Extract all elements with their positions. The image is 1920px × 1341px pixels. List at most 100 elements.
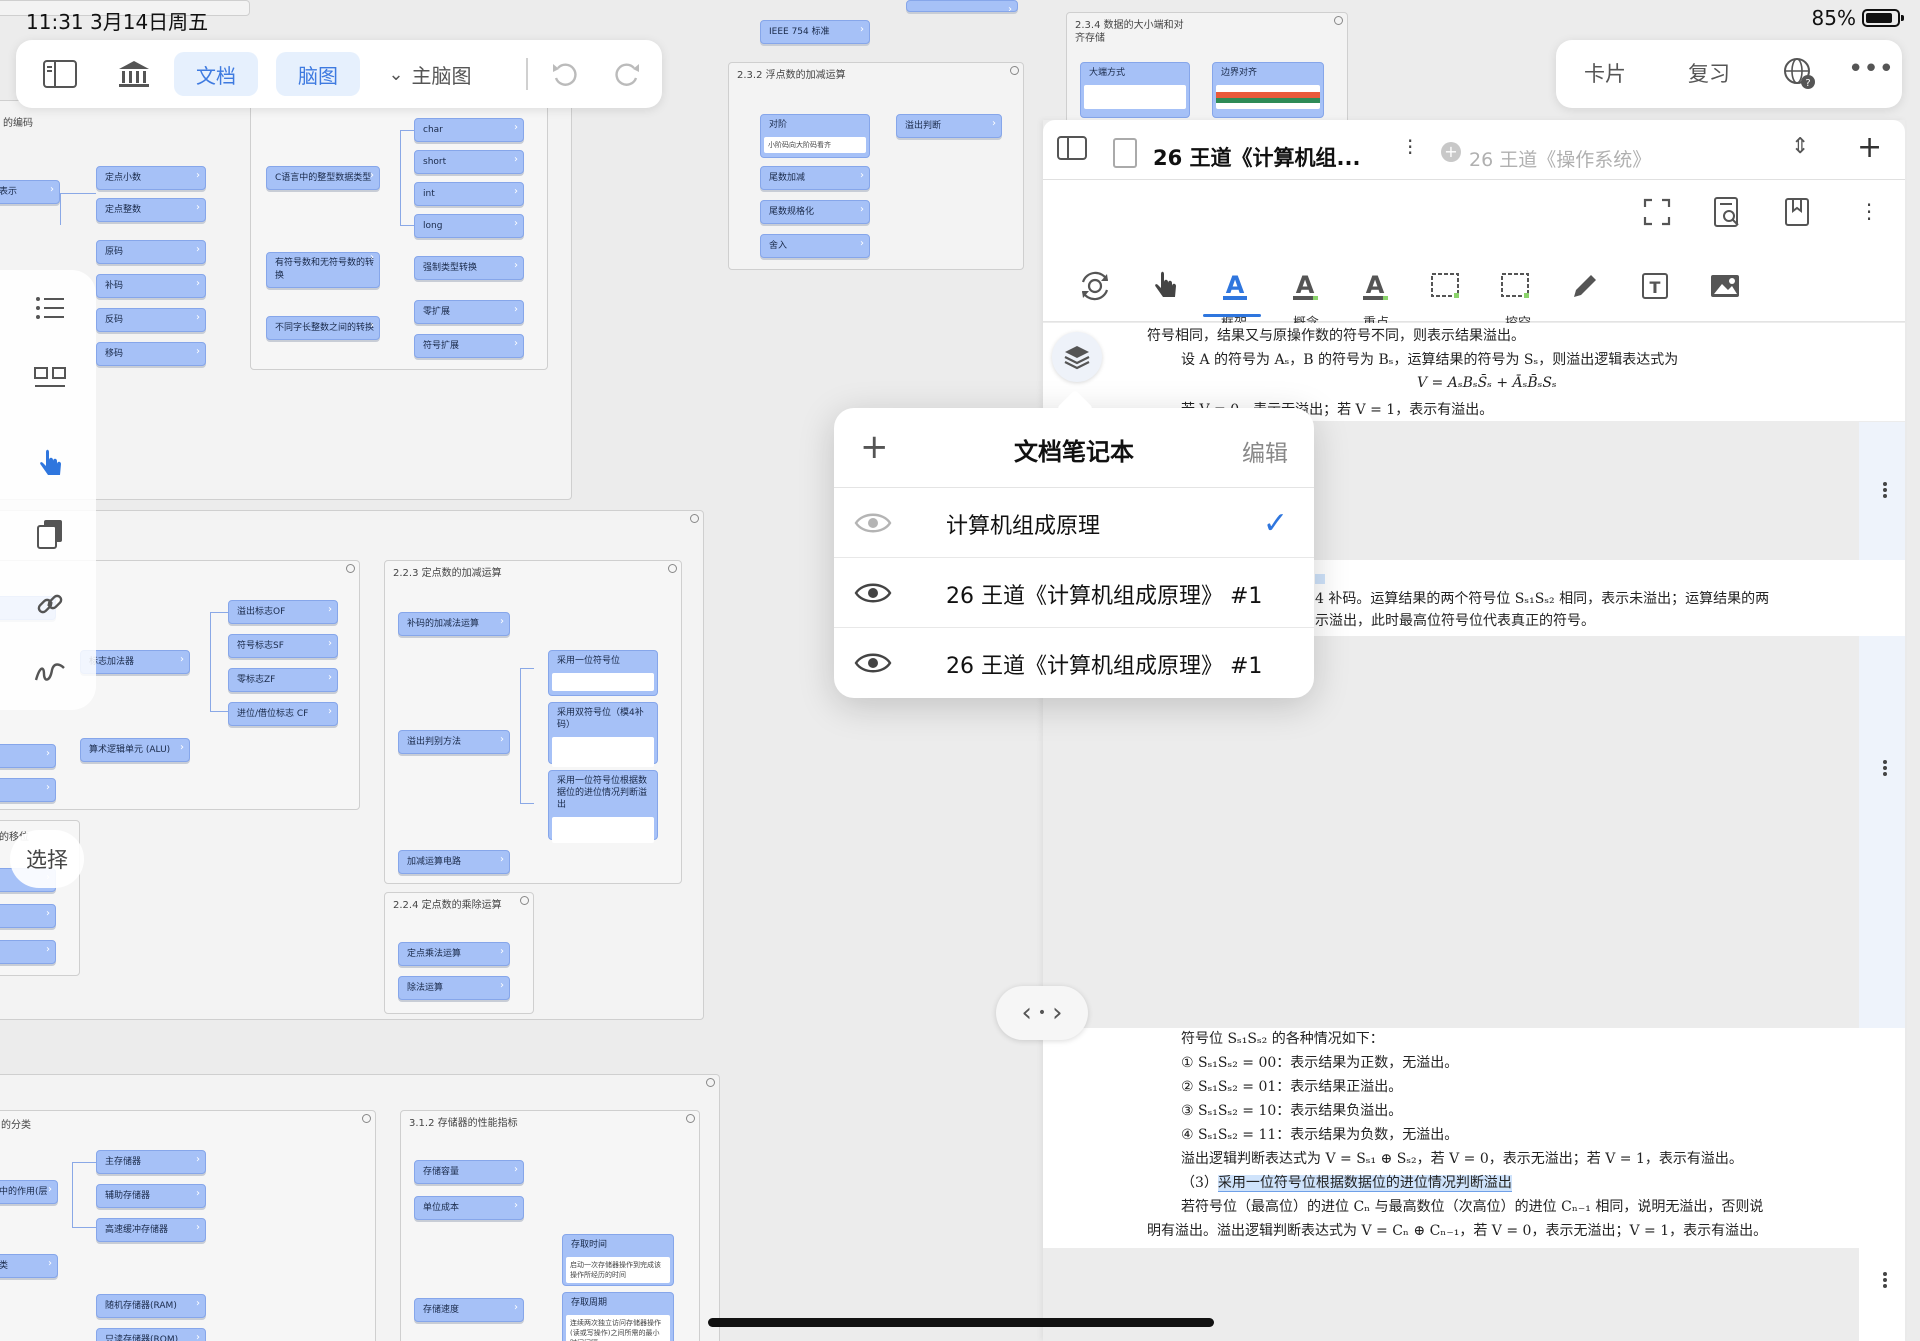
tab-active-document[interactable]: 26 王道《计算机组... ··· [1105, 128, 1465, 174]
web-search-button[interactable]: ? [1782, 56, 1816, 95]
eye-icon[interactable] [854, 650, 892, 676]
collapse-icon[interactable] [520, 896, 529, 905]
mindmap-node[interactable]: 定点整数 [96, 198, 206, 222]
mindmap-node[interactable]: 大端方式 [1080, 62, 1190, 118]
rect-select-tool[interactable] [1423, 264, 1467, 308]
cards-button[interactable]: 卡片 [1584, 62, 1626, 86]
mindmap-node[interactable]: 高速缓冲存储器 [96, 1218, 206, 1242]
mindmap-node[interactable]: 除法运算 [398, 976, 510, 1000]
mindmap-node[interactable]: 类 [0, 1254, 58, 1278]
notebook-item[interactable]: 26 王道《计算机组成原理》 #1 [834, 628, 1314, 698]
document-page[interactable]: 符号位 Sₛ₁Sₛ₂ 的各种情况如下： ① Sₛ₁Sₛ₂ = 00：表示结果为正… [1043, 1028, 1905, 1248]
add-notebook-icon[interactable]: + [860, 427, 889, 467]
mindmap-node[interactable]: 表示 [0, 180, 60, 204]
tab-inactive-document[interactable]: 26 王道《操作系统》 [1469, 149, 1652, 171]
mindmap-node[interactable]: 溢出标志OF [228, 600, 338, 624]
mindmap-node[interactable]: 存取周期 连续两次独立访问存储器操作(读或写操作)之间所需的最小时间间隔 [562, 1292, 674, 1341]
mindmap-node[interactable]: 舍入 [760, 234, 870, 258]
mindmap-node[interactable]: 算术逻辑单元 (ALU) [80, 738, 190, 762]
mindmap-node[interactable]: 尾数加减 [760, 166, 870, 190]
mindmap-node[interactable]: 定点乘法运算 [398, 942, 510, 966]
mindmap-node[interactable]: 补码 [96, 274, 206, 298]
highlighted-excerpt[interactable]: 采用一位符号位根据数据位的进位情况判断溢出 [1217, 1175, 1512, 1192]
document-page[interactable]: 符号相同，结果又与原操作数的符号不同，则表示结果溢出。 设 A 的符号为 Aₛ，… [1043, 323, 1905, 421]
notebook-item[interactable]: 26 王道《计算机组成原理》 #1 [834, 558, 1314, 628]
mindmap-node[interactable]: char [414, 118, 524, 142]
hand-tool-button[interactable] [1143, 264, 1187, 308]
mindmap-node[interactable] [0, 904, 56, 928]
mindmap-node[interactable] [906, 0, 1018, 12]
split-view-handle[interactable]: ‹ • › [996, 986, 1088, 1040]
key-highlight-tool[interactable]: A [1353, 264, 1397, 308]
mindmap-node[interactable]: 单位成本 [414, 1196, 524, 1220]
mindmap-node[interactable]: 零扩展 [414, 300, 524, 324]
link-button[interactable] [32, 586, 68, 622]
more-icon[interactable]: ••• [1848, 54, 1895, 84]
mindmap-node[interactable]: C语言中的整型数据类型 [266, 166, 380, 190]
text-box-tool[interactable]: T [1633, 264, 1677, 308]
collapse-icon[interactable] [346, 564, 355, 573]
undo-button[interactable] [538, 52, 590, 96]
fullscreen-button[interactable] [1635, 190, 1679, 234]
library-button[interactable] [108, 52, 160, 96]
page-menu-icon[interactable] [1883, 760, 1887, 776]
panel-toggle-button[interactable] [1057, 136, 1087, 164]
mindmap-node[interactable]: 溢出判断 [896, 114, 1002, 138]
notebook-layers-button[interactable] [1052, 332, 1102, 382]
mindmap-node[interactable]: 溢出判别方法 [398, 730, 510, 754]
mindmap-node[interactable]: 原码 [96, 240, 206, 264]
mindmap-node[interactable] [0, 778, 56, 802]
home-indicator[interactable] [708, 1318, 1214, 1327]
mindmap-node[interactable]: long [414, 214, 524, 238]
search-doc-button[interactable] [1705, 190, 1749, 234]
mindmap-node[interactable]: 标志加法器 [80, 650, 190, 674]
mindmap-node[interactable]: 符号标志SF [228, 634, 338, 658]
mindmap-node[interactable]: 加减运算电路 [398, 850, 510, 874]
draw-button[interactable] [32, 654, 68, 690]
main-map-dropdown[interactable]: ⌄ 主脑图 [370, 52, 490, 96]
tab-menu-icon[interactable]: ··· [1407, 129, 1414, 165]
page-menu-icon[interactable] [1883, 1272, 1887, 1288]
mindmap-node[interactable]: 补码的加减法运算 [398, 612, 510, 636]
mindmap-node[interactable]: 强制类型转换 [414, 256, 524, 280]
concept-highlight-tool[interactable]: A [1283, 264, 1327, 308]
collapse-icon[interactable] [686, 1114, 695, 1123]
mindmap-node[interactable]: IEEE 754 标准 [760, 20, 870, 44]
edit-button[interactable]: 编辑 [1242, 441, 1288, 467]
collapse-icon[interactable] [1010, 66, 1019, 75]
mindmap-node[interactable]: 采用一位符号位 [548, 650, 658, 696]
reorder-icon[interactable]: ⇕ [1791, 134, 1810, 159]
mindmap-node[interactable]: 符号扩展 [414, 334, 524, 358]
mindmap-node[interactable]: 有符号数和无符号数的转换 [266, 252, 380, 288]
add-tab-icon[interactable]: + [1441, 142, 1461, 162]
more-vertical-icon[interactable]: ··· [1865, 192, 1873, 231]
collapse-icon[interactable] [690, 514, 699, 523]
mindmap-mode-button[interactable]: 脑图 [276, 52, 360, 96]
mindmap-node[interactable]: 定点小数 [96, 166, 206, 190]
collapse-icon[interactable] [706, 1078, 715, 1087]
mindmap-node[interactable]: 只读存储器(ROM) [96, 1328, 206, 1341]
review-button[interactable]: 复习 [1688, 62, 1730, 86]
pages-button[interactable] [32, 516, 68, 552]
collapse-icon[interactable] [668, 564, 677, 573]
mindmap-node[interactable] [0, 940, 56, 964]
cloze-tool[interactable] [1493, 264, 1537, 308]
mindmap-node[interactable]: 移码 [96, 342, 206, 366]
mindmap-node[interactable]: 中的作用(层 [0, 1180, 58, 1204]
mindmap-node[interactable]: 对阶 小阶码向大阶码看齐 [760, 114, 870, 158]
mindmap-node[interactable]: 反码 [96, 308, 206, 332]
layout-button[interactable] [32, 360, 68, 396]
select-button[interactable]: 选择 [10, 830, 84, 888]
mindmap-node[interactable]: 主存储器 [96, 1150, 206, 1174]
new-tab-icon[interactable]: + [1857, 130, 1883, 165]
mindmap-node[interactable]: 进位/借位标志 CF [228, 702, 338, 726]
outline-button[interactable] [32, 290, 68, 326]
pen-tool[interactable] [1563, 264, 1607, 308]
mindmap-node[interactable]: 存储速度 [414, 1298, 524, 1322]
mindmap-node[interactable]: 零标志ZF [228, 668, 338, 692]
sidebar-toggle-button[interactable] [34, 52, 86, 96]
mindmap-node[interactable]: 存取时间 启动一次存储器操作到完成该操作所经历的时间 [562, 1234, 674, 1286]
mindmap-node[interactable]: 采用一位符号位根据数据位的进位情况判断溢出 [548, 770, 658, 843]
mindmap-node[interactable] [0, 744, 56, 768]
mindmap-node[interactable]: 边界对齐 [1212, 62, 1324, 118]
